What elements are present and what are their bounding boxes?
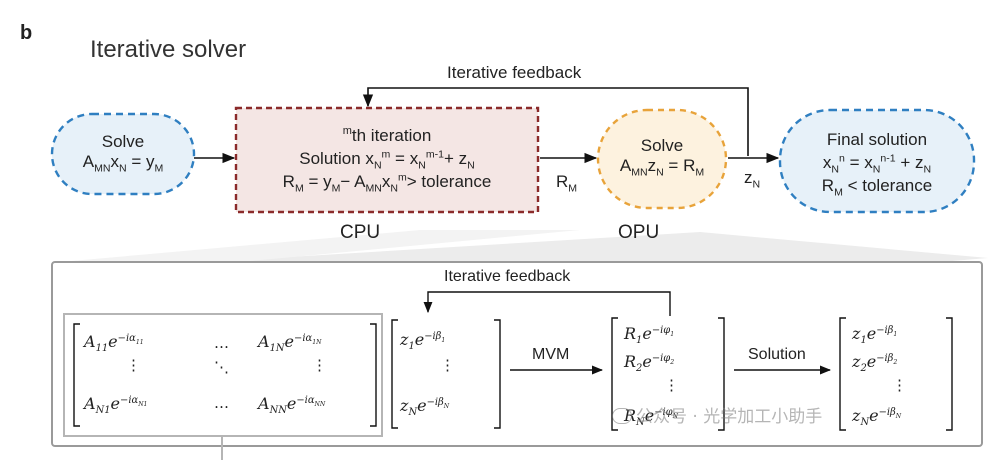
bottom-panel	[51, 261, 983, 447]
zn-arrow-label: zN	[744, 168, 761, 191]
vector-z-n: zNe−iβN	[400, 396, 450, 419]
top-feedback-label: Iterative feedback	[447, 63, 582, 82]
rm-arrow-label: RM	[556, 172, 578, 195]
matrix-a-bracket-left	[73, 323, 80, 427]
final-box-line1: Final solution	[826, 130, 928, 149]
vector-solution-bracket-right	[946, 317, 953, 431]
iteration-box	[234, 106, 540, 214]
inner-feedback-line	[423, 291, 671, 316]
vector-r-2: R2e−iφ2	[624, 352, 675, 375]
matrix-a-n1: AN1e−iαN1	[84, 394, 148, 417]
vector-r-1: R1e−iφ1	[624, 324, 675, 347]
matrix-a-11: A11e−iα11	[84, 332, 144, 355]
vector-r-vdots: ⋮	[664, 376, 679, 394]
vector-sol-1: z1e−iβ1	[852, 324, 898, 347]
matrix-a-nn: ANNe−iαNN	[258, 394, 326, 417]
wechat-icon	[612, 408, 632, 424]
matrix-a-vdots-right: ⋮	[312, 356, 327, 374]
vector-sol-vdots: ⋮	[892, 376, 907, 394]
iteration-box-label: mth iteration Solution xNm = xNm-1+ zN R…	[236, 120, 538, 195]
vector-z-vdots: ⋮	[440, 356, 455, 374]
vector-solution-bracket-left	[839, 317, 846, 431]
opu-box-equation: AMNzN = RM	[619, 156, 705, 179]
final-box-line3: RM < tolerance	[821, 176, 933, 199]
solve-box	[50, 112, 196, 196]
opu-label: OPU	[618, 222, 660, 243]
vector-sol-2: z2e−iβ2	[852, 352, 898, 375]
title: Iterative solver	[90, 36, 247, 63]
inner-feedback-label: Iterative feedback	[444, 268, 571, 285]
matrix-a-hdots-bottom: …	[214, 394, 229, 412]
top-feedback-line	[362, 87, 749, 156]
final-box	[778, 108, 976, 214]
zoom-wedge	[60, 232, 988, 262]
opu-box-label: Solve AMNzN = RM	[598, 136, 726, 179]
matrix-a-vdots-left: ⋮	[126, 356, 141, 374]
iteration-line1: mth iteration	[342, 125, 432, 145]
iteration-line2: Solution xNm = xNm-1+ zN	[299, 148, 475, 172]
opu-box-line1: Solve	[640, 136, 684, 155]
matrix-a-1n: A1Ne−iα1N	[258, 332, 322, 355]
vector-r-bracket-left	[611, 317, 618, 431]
vector-z-bracket-right	[494, 319, 501, 429]
solution-label: Solution	[748, 346, 806, 363]
mvm-label: MVM	[532, 346, 570, 363]
panel-label: b	[20, 22, 33, 44]
solve-box-equation: AMNxN = yM	[82, 152, 164, 175]
vector-sol-n: zNe−iβN	[852, 406, 902, 429]
opu-box	[596, 108, 728, 210]
cpu-label: CPU	[340, 222, 381, 243]
watermark: 公众号 · 光学加工小助手	[612, 402, 822, 427]
iteration-line3: RM = yM− AMNxNm> tolerance	[282, 171, 492, 195]
final-box-label: Final solution xNn = xNn-1 + zN RM < tol…	[780, 128, 974, 199]
final-box-line2: xNn = xNn-1 + zN	[822, 152, 932, 176]
vector-z-bracket-left	[391, 319, 398, 429]
matrix-a-ddots: ⋱	[214, 358, 229, 376]
vector-z-1: z1e−iβ1	[400, 330, 446, 353]
solve-box-label: Solve AMNxN = yM	[52, 132, 194, 175]
zoom-wedge-left	[60, 230, 580, 262]
vector-r-bracket-right	[718, 317, 725, 431]
matrix-a-bracket-right	[370, 323, 377, 427]
solve-box-line1: Solve	[101, 132, 145, 151]
matrix-a-hdots-top: …	[214, 334, 229, 352]
